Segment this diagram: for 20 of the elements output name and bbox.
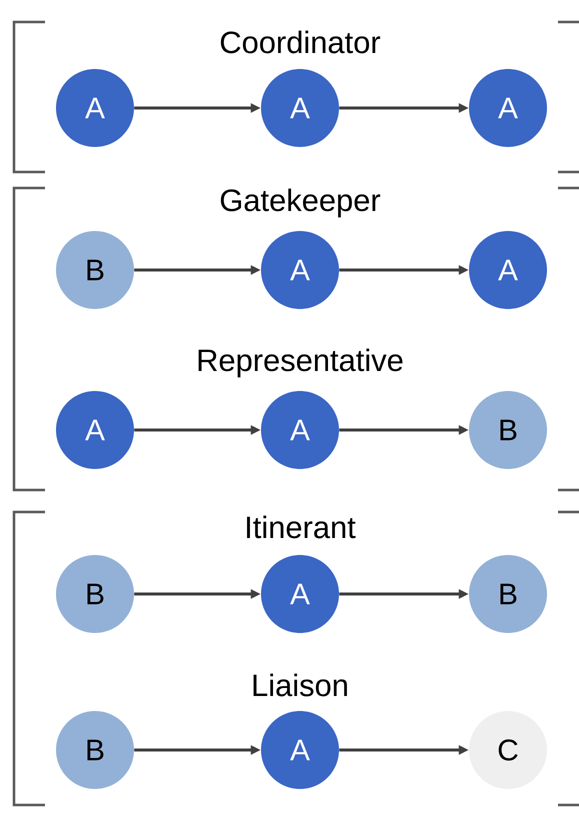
circle-node: B: [469, 391, 547, 469]
circle-node: A: [469, 231, 547, 309]
circle-node: A: [469, 69, 547, 147]
circle-node: B: [56, 231, 134, 309]
circle-node: A: [56, 391, 134, 469]
circle-node: A: [261, 69, 339, 147]
circle-node: A: [261, 555, 339, 633]
section-title: Itinerant: [247, 516, 356, 538]
circle-node: B: [56, 555, 134, 633]
circle-node: C: [469, 711, 547, 789]
circle-node: A: [261, 391, 339, 469]
circle-node: A: [56, 69, 134, 147]
circle-node: A: [261, 231, 339, 309]
section-title: Coordinator: [220, 30, 380, 54]
circle-node: A: [261, 711, 339, 789]
circle-node: B: [56, 711, 134, 789]
section-title: Liaison: [254, 674, 347, 696]
section-title: Gatekeeper: [220, 188, 380, 218]
section-title: Representative: [198, 348, 402, 378]
circle-node: B: [469, 555, 547, 633]
